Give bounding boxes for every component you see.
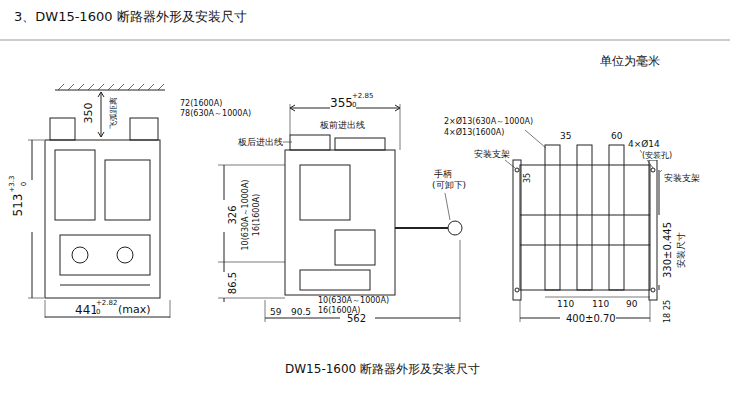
dimension-label: +2.82 (96, 300, 117, 307)
dimension-label: (max) (118, 304, 151, 315)
dimension-label: 4×Ø13(1600A) (444, 129, 504, 137)
drawing-caption: DW15-1600 断路器外形及安装尺寸 (285, 363, 480, 375)
dimension-label: 10(630A～1000A) (242, 180, 250, 251)
dimension-label: 0 (96, 309, 100, 316)
dimension-label: 25 (664, 300, 672, 310)
dimension-label: 72(1600A) (180, 100, 222, 108)
dimension-label: 350 (83, 103, 94, 124)
dimension-label: 562 (347, 314, 366, 324)
part-label: 单位为毫米 (600, 55, 660, 67)
dimension-label: 90 (626, 300, 637, 309)
dimension-label: 4×Ø14 (628, 140, 660, 149)
dimension-label: 0 (21, 182, 28, 186)
dimension-label: 59 (270, 308, 281, 317)
dimension-label: 2×Ø13(630A～1000A) (444, 118, 533, 126)
dimension-label: 110 (557, 300, 574, 309)
dimension-label: +2.85 (352, 93, 373, 100)
part-label: 安装支架 (474, 150, 510, 159)
dimension-label: 326 (228, 205, 238, 224)
drawing-title: 3、DW15-1600 断路器外形及安装尺寸 (14, 10, 247, 23)
dimension-label: 0 (352, 102, 356, 109)
part-label: 安装支架 (664, 174, 700, 183)
dimension-label: (可卸下) (432, 181, 466, 190)
dimension-label: 35 (524, 173, 532, 183)
part-label: 板前进出线 (320, 121, 365, 130)
dimension-label: 355 (330, 97, 353, 109)
dimension-label: 60 (611, 132, 622, 141)
part-label: 板后进出线 (238, 138, 283, 147)
dimension-label: 441 (75, 304, 98, 316)
dimension-label: 78(630A～1000A) (180, 110, 251, 118)
part-label: 安装尺寸 (677, 232, 686, 268)
part-label: 手柄 (434, 170, 452, 179)
dimension-label: 86.5 (228, 272, 238, 294)
dimension-label: 35 (560, 132, 571, 141)
dimension-label: 90.5 (291, 308, 311, 317)
dimension-label: 330±0.445 (663, 222, 673, 278)
dimension-label: 110 (592, 300, 609, 309)
dimension-label: 18 (664, 313, 672, 323)
dimension-label: (安装孔) (642, 152, 672, 160)
dimension-label: 10(630A～1000A) (318, 297, 389, 305)
dimension-label: 16(1600A) (253, 194, 261, 236)
dimension-label: 400±0.70 (566, 314, 616, 324)
dimension-label: 513 (12, 194, 24, 217)
part-label: 飞弧距离 (110, 97, 118, 129)
dimension-label: +3.3 (9, 176, 16, 193)
